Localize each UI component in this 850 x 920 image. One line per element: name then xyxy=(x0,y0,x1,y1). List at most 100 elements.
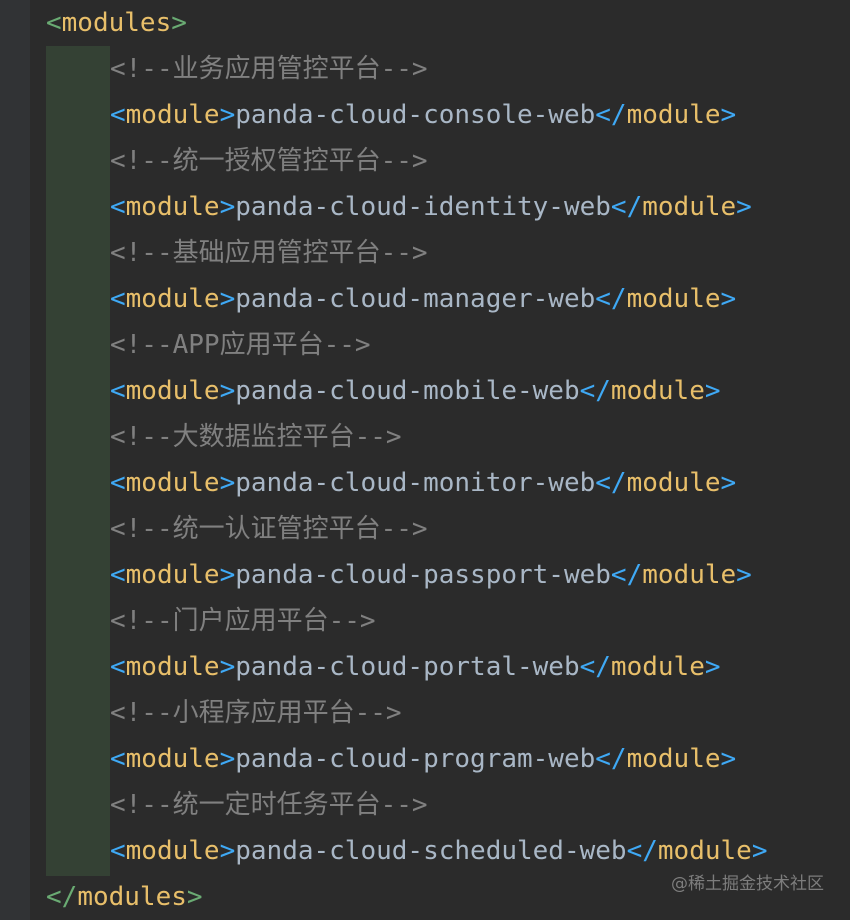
tag-bracket: </ xyxy=(626,836,658,866)
tag-name: module xyxy=(125,284,220,314)
tag-bracket: </ xyxy=(595,744,627,774)
editor-gutter xyxy=(0,0,30,920)
tag-bracket: > xyxy=(219,468,236,498)
tag-bracket: </ xyxy=(46,882,78,912)
tag-bracket: > xyxy=(720,744,737,774)
xml-comment: <!--基础应用管控平台--> xyxy=(110,238,428,268)
tag-bracket: > xyxy=(704,376,721,406)
tag-bracket: < xyxy=(110,376,126,406)
tag-name: modules xyxy=(77,882,187,912)
module-value: panda-cloud-mobile-web xyxy=(235,376,580,406)
code-line-comment[interactable]: <!--业务应用管控平台--> xyxy=(110,46,428,92)
tag-name: module xyxy=(125,744,220,774)
code-line-module[interactable]: <module>panda-cloud-monitor-web</module> xyxy=(110,460,736,506)
code-line-comment[interactable]: <!--大数据监控平台--> xyxy=(110,414,402,460)
xml-comment: <!--小程序应用平台--> xyxy=(110,698,402,728)
tag-bracket: > xyxy=(736,192,752,222)
tag-name: module xyxy=(657,836,752,866)
tag-bracket: </ xyxy=(610,560,643,590)
tag-name: module xyxy=(125,652,220,682)
tag-bracket: < xyxy=(110,100,126,130)
tag-name: module xyxy=(125,836,220,866)
tag-bracket: < xyxy=(46,8,62,38)
module-value: panda-cloud-manager-web xyxy=(235,284,596,314)
tag-bracket: </ xyxy=(610,192,643,222)
code-line-module[interactable]: <module>panda-cloud-manager-web</module> xyxy=(110,276,736,322)
tag-bracket: > xyxy=(171,8,187,38)
code-line-comment[interactable]: <!--小程序应用平台--> xyxy=(110,690,402,736)
xml-comment: <!--APP应用平台--> xyxy=(110,330,371,360)
xml-comment: <!--大数据监控平台--> xyxy=(110,422,402,452)
tag-name: module xyxy=(642,192,737,222)
tag-bracket: > xyxy=(219,284,236,314)
module-value: panda-cloud-program-web xyxy=(235,744,596,774)
tag-bracket: < xyxy=(110,560,126,590)
indent-scope-highlight xyxy=(46,46,110,876)
code-line-module[interactable]: <module>panda-cloud-scheduled-web</modul… xyxy=(110,828,767,874)
code-line-module[interactable]: <module>panda-cloud-portal-web</module> xyxy=(110,644,721,690)
tag-bracket: > xyxy=(751,836,768,866)
code-line-comment[interactable]: <!--统一授权管控平台--> xyxy=(110,138,428,184)
tag-bracket: </ xyxy=(579,376,611,406)
code-line-module[interactable]: <module>panda-cloud-program-web</module> xyxy=(110,736,736,782)
tag-bracket: > xyxy=(720,284,737,314)
module-value: panda-cloud-identity-web xyxy=(235,192,611,222)
code-line-comment[interactable]: <!--门户应用平台--> xyxy=(110,598,376,644)
xml-comment: <!--统一授权管控平台--> xyxy=(110,146,428,176)
module-value: panda-cloud-monitor-web xyxy=(235,468,596,498)
tag-name: module xyxy=(125,560,220,590)
tag-name: module xyxy=(125,192,220,222)
tag-bracket: > xyxy=(704,652,721,682)
xml-comment: <!--统一定时任务平台--> xyxy=(110,790,428,820)
tag-name: module xyxy=(626,744,721,774)
tag-bracket: > xyxy=(720,100,737,130)
tag-bracket: < xyxy=(110,192,126,222)
watermark: @稀土掘金技术社区 xyxy=(671,874,824,894)
tag-name: modules xyxy=(61,8,172,38)
tag-bracket: < xyxy=(110,744,126,774)
code-line-module[interactable]: <module>panda-cloud-mobile-web</module> xyxy=(110,368,721,414)
tag-bracket: < xyxy=(110,284,126,314)
code-line-comment[interactable]: <!--统一定时任务平台--> xyxy=(110,782,428,828)
tag-bracket: > xyxy=(219,560,236,590)
code-line-module[interactable]: <module>panda-cloud-console-web</module> xyxy=(110,92,736,138)
tag-bracket: > xyxy=(219,100,236,130)
tag-bracket: > xyxy=(219,192,236,222)
tag-bracket: </ xyxy=(595,284,627,314)
module-value: panda-cloud-scheduled-web xyxy=(235,836,627,866)
module-value: panda-cloud-console-web xyxy=(235,100,596,130)
code-line-comment[interactable]: <!--基础应用管控平台--> xyxy=(110,230,428,276)
code-line-comment[interactable]: <!--统一认证管控平台--> xyxy=(110,506,428,552)
tag-name: module xyxy=(610,376,705,406)
tag-bracket: < xyxy=(110,652,126,682)
tag-bracket: > xyxy=(219,652,236,682)
tag-name: module xyxy=(626,284,721,314)
tag-name: module xyxy=(642,560,737,590)
tag-bracket: </ xyxy=(579,652,611,682)
tag-bracket: </ xyxy=(595,468,627,498)
code-line-module[interactable]: <module>panda-cloud-identity-web</module… xyxy=(110,184,752,230)
code-line-module[interactable]: <module>panda-cloud-passport-web</module… xyxy=(110,552,752,598)
tag-bracket: </ xyxy=(595,100,627,130)
tag-name: module xyxy=(626,100,721,130)
tag-bracket: > xyxy=(219,744,236,774)
tag-name: module xyxy=(626,468,721,498)
tag-bracket: > xyxy=(219,836,236,866)
tag-name: module xyxy=(125,376,220,406)
tag-name: module xyxy=(610,652,705,682)
module-value: panda-cloud-passport-web xyxy=(235,560,611,590)
code-line-root-close[interactable]: </modules> xyxy=(46,874,203,920)
xml-comment: <!--业务应用管控平台--> xyxy=(110,54,428,84)
code-line-comment[interactable]: <!--APP应用平台--> xyxy=(110,322,371,368)
tag-bracket: < xyxy=(110,468,126,498)
tag-bracket: > xyxy=(219,376,236,406)
module-value: panda-cloud-portal-web xyxy=(235,652,580,682)
tag-name: module xyxy=(125,468,220,498)
tag-bracket: > xyxy=(736,560,752,590)
tag-name: module xyxy=(125,100,220,130)
tag-bracket: < xyxy=(110,836,126,866)
code-line-root-open[interactable]: <modules> xyxy=(46,0,187,46)
xml-comment: <!--统一认证管控平台--> xyxy=(110,514,428,544)
xml-comment: <!--门户应用平台--> xyxy=(110,606,376,636)
